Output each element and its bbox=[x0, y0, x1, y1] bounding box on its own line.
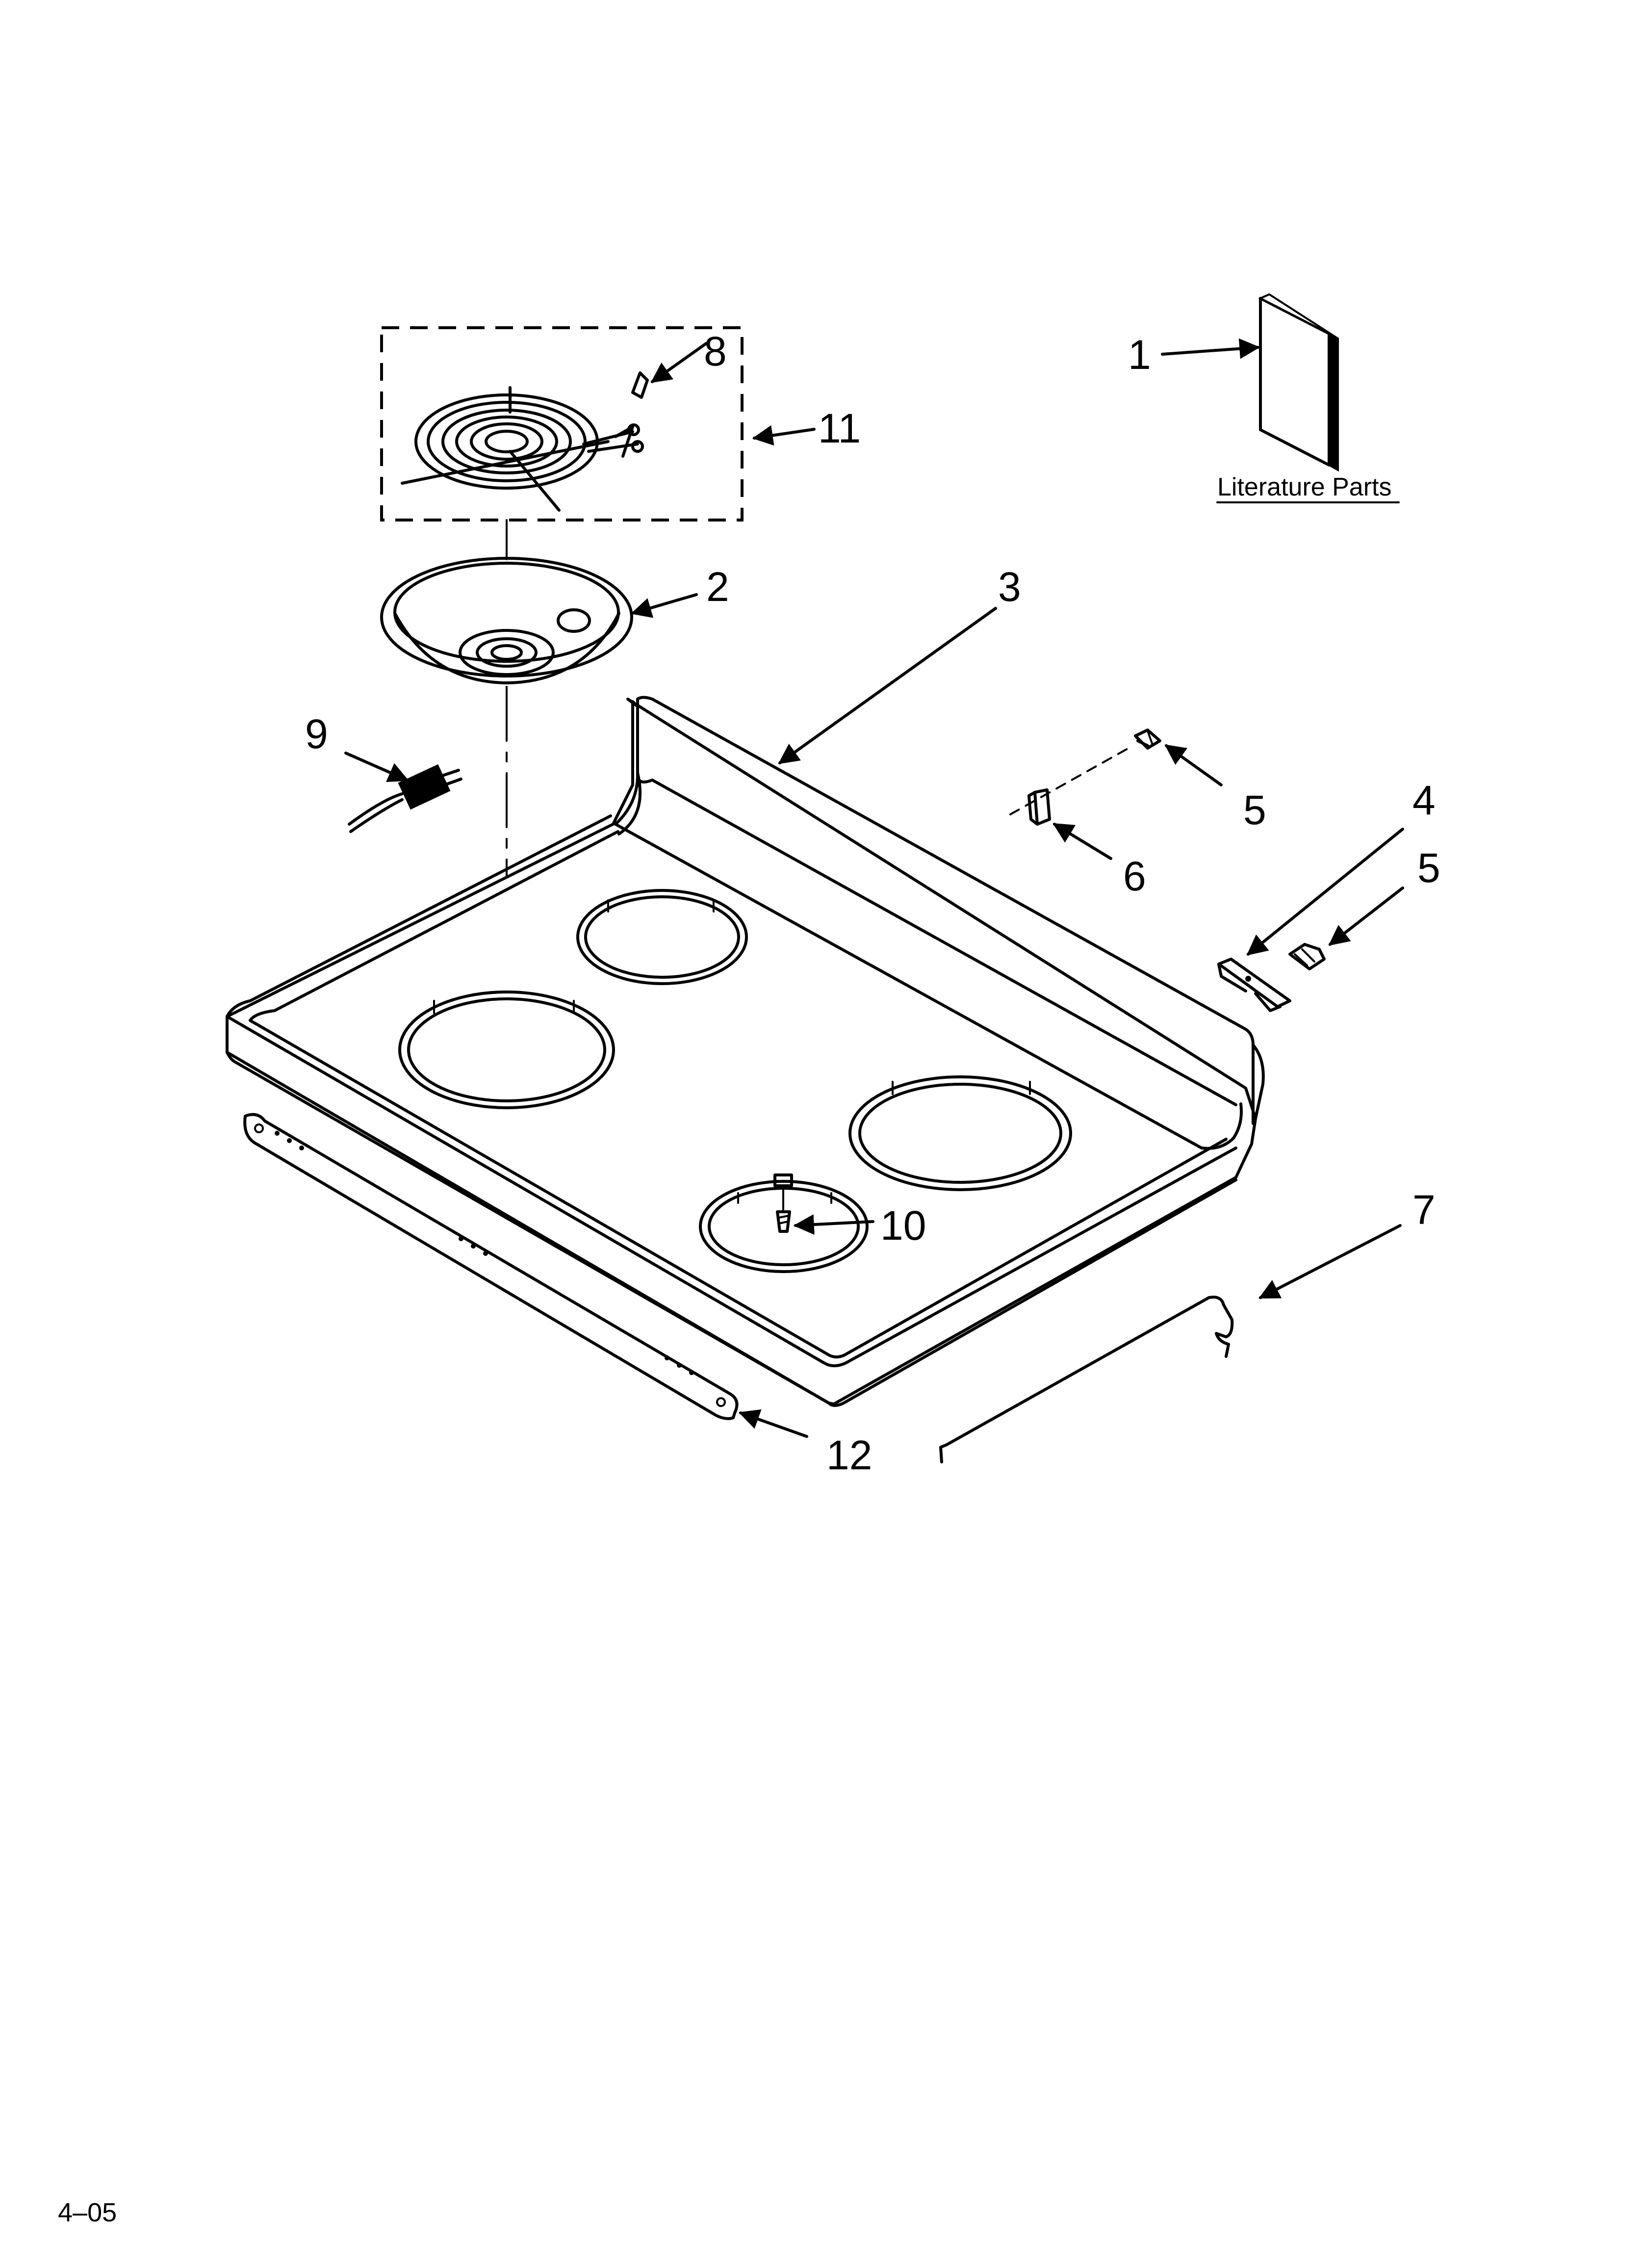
footer-code: 4–05 bbox=[58, 2198, 117, 2227]
bracket-4 bbox=[1217, 958, 1291, 1012]
burner-opening-rear-right bbox=[848, 1075, 1072, 1191]
burner-opening-front-left bbox=[398, 991, 615, 1109]
callout-3: 3 bbox=[998, 564, 1021, 610]
callout-5b-leader bbox=[1328, 886, 1404, 946]
callout-6: 6 bbox=[1123, 853, 1146, 899]
callout-7-leader bbox=[1258, 1224, 1402, 1299]
burner-opening-rear-left bbox=[576, 889, 748, 985]
callout-11-leader bbox=[752, 425, 816, 446]
callout-9-leader bbox=[344, 752, 409, 782]
callout-6-leader bbox=[1052, 823, 1112, 860]
screw-5-lower bbox=[1288, 943, 1326, 970]
callout-1-leader bbox=[1161, 338, 1260, 359]
callout-4: 4 bbox=[1412, 777, 1436, 823]
cooktop-main-top bbox=[226, 696, 1265, 1407]
callout-1: 1 bbox=[1128, 332, 1151, 378]
screw-5-upper bbox=[1134, 729, 1161, 750]
mounting-axis-6 bbox=[1009, 745, 1134, 815]
callout-8: 8 bbox=[704, 328, 727, 374]
callout-12: 12 bbox=[826, 1432, 872, 1478]
callout-5a-leader bbox=[1164, 744, 1223, 786]
callout-5b: 5 bbox=[1417, 845, 1440, 891]
surface-element-coil bbox=[401, 386, 639, 512]
callout-7: 7 bbox=[1412, 1187, 1436, 1233]
callout-10-leader bbox=[793, 1214, 874, 1235]
hinge-rod bbox=[939, 1296, 1234, 1463]
front-trim-strip bbox=[243, 1113, 739, 1420]
callout-11: 11 bbox=[818, 405, 861, 451]
callout-9: 9 bbox=[305, 711, 328, 757]
callout-2-leader bbox=[630, 593, 698, 618]
burner-opening-front-right bbox=[699, 1180, 869, 1273]
literature-booklet bbox=[1258, 293, 1339, 472]
drip-bowl bbox=[380, 557, 633, 684]
screw-10 bbox=[773, 1173, 793, 1233]
receptacle-wire bbox=[348, 764, 462, 833]
callout-12-leader bbox=[739, 1409, 808, 1438]
terminal-block-clip bbox=[614, 371, 649, 458]
callout-8-leader bbox=[650, 342, 708, 383]
callout-3-leader bbox=[778, 607, 997, 764]
callout-2: 2 bbox=[706, 564, 729, 610]
clip-6 bbox=[1027, 788, 1051, 826]
literature-parts-label: Literature Parts bbox=[1217, 473, 1392, 501]
element-kit-dashed-box bbox=[380, 326, 744, 521]
callout-5a: 5 bbox=[1243, 787, 1266, 833]
callout-4-leader bbox=[1246, 828, 1404, 956]
callout-10: 10 bbox=[880, 1202, 926, 1249]
